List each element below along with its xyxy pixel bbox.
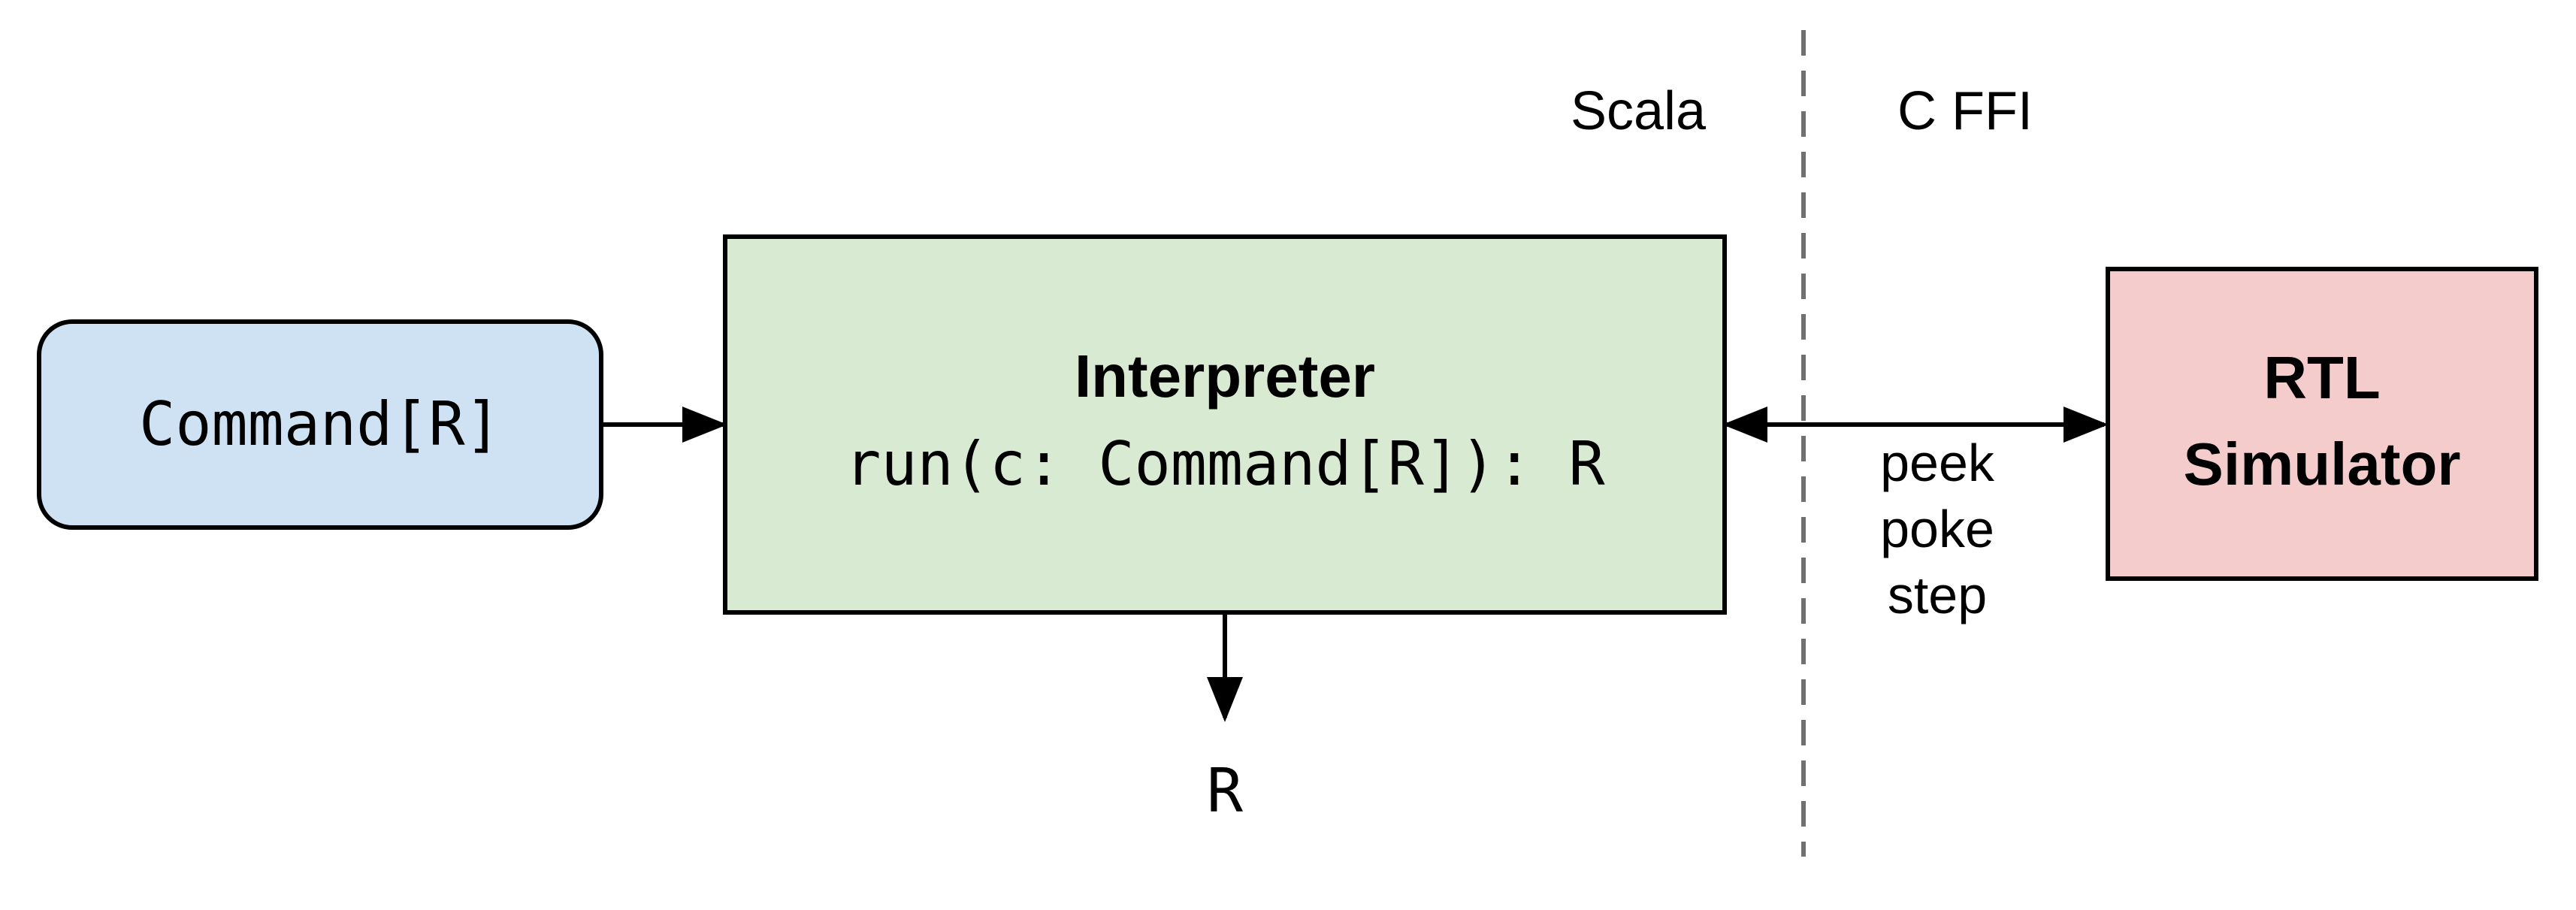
interpreter-signature: run(c: Command[R]): R	[845, 429, 1605, 499]
interpreter-box: Interpreter run(c: Command[R]): R	[723, 234, 1727, 615]
rtl-simulator-box: RTL Simulator	[2106, 267, 2538, 581]
command-box-label: Command[R]	[139, 389, 501, 459]
rtl-simulator-line2: Simulator	[2184, 431, 2461, 497]
result-label: R	[1207, 756, 1244, 826]
scala-region-label: Scala	[1571, 81, 1707, 141]
rtl-simulator-line1: RTL	[2263, 344, 2381, 411]
ffi-op-peek: peek	[1880, 434, 1995, 492]
command-box: Command[R]	[37, 319, 603, 530]
ffi-op-step: step	[1888, 566, 1987, 624]
interpreter-title: Interpreter	[1075, 343, 1375, 410]
ffi-op-poke: poke	[1880, 500, 1994, 558]
ffi-operations-list: peek poke step	[1880, 434, 1995, 624]
c-ffi-region-label: C FFI	[1897, 81, 2033, 141]
